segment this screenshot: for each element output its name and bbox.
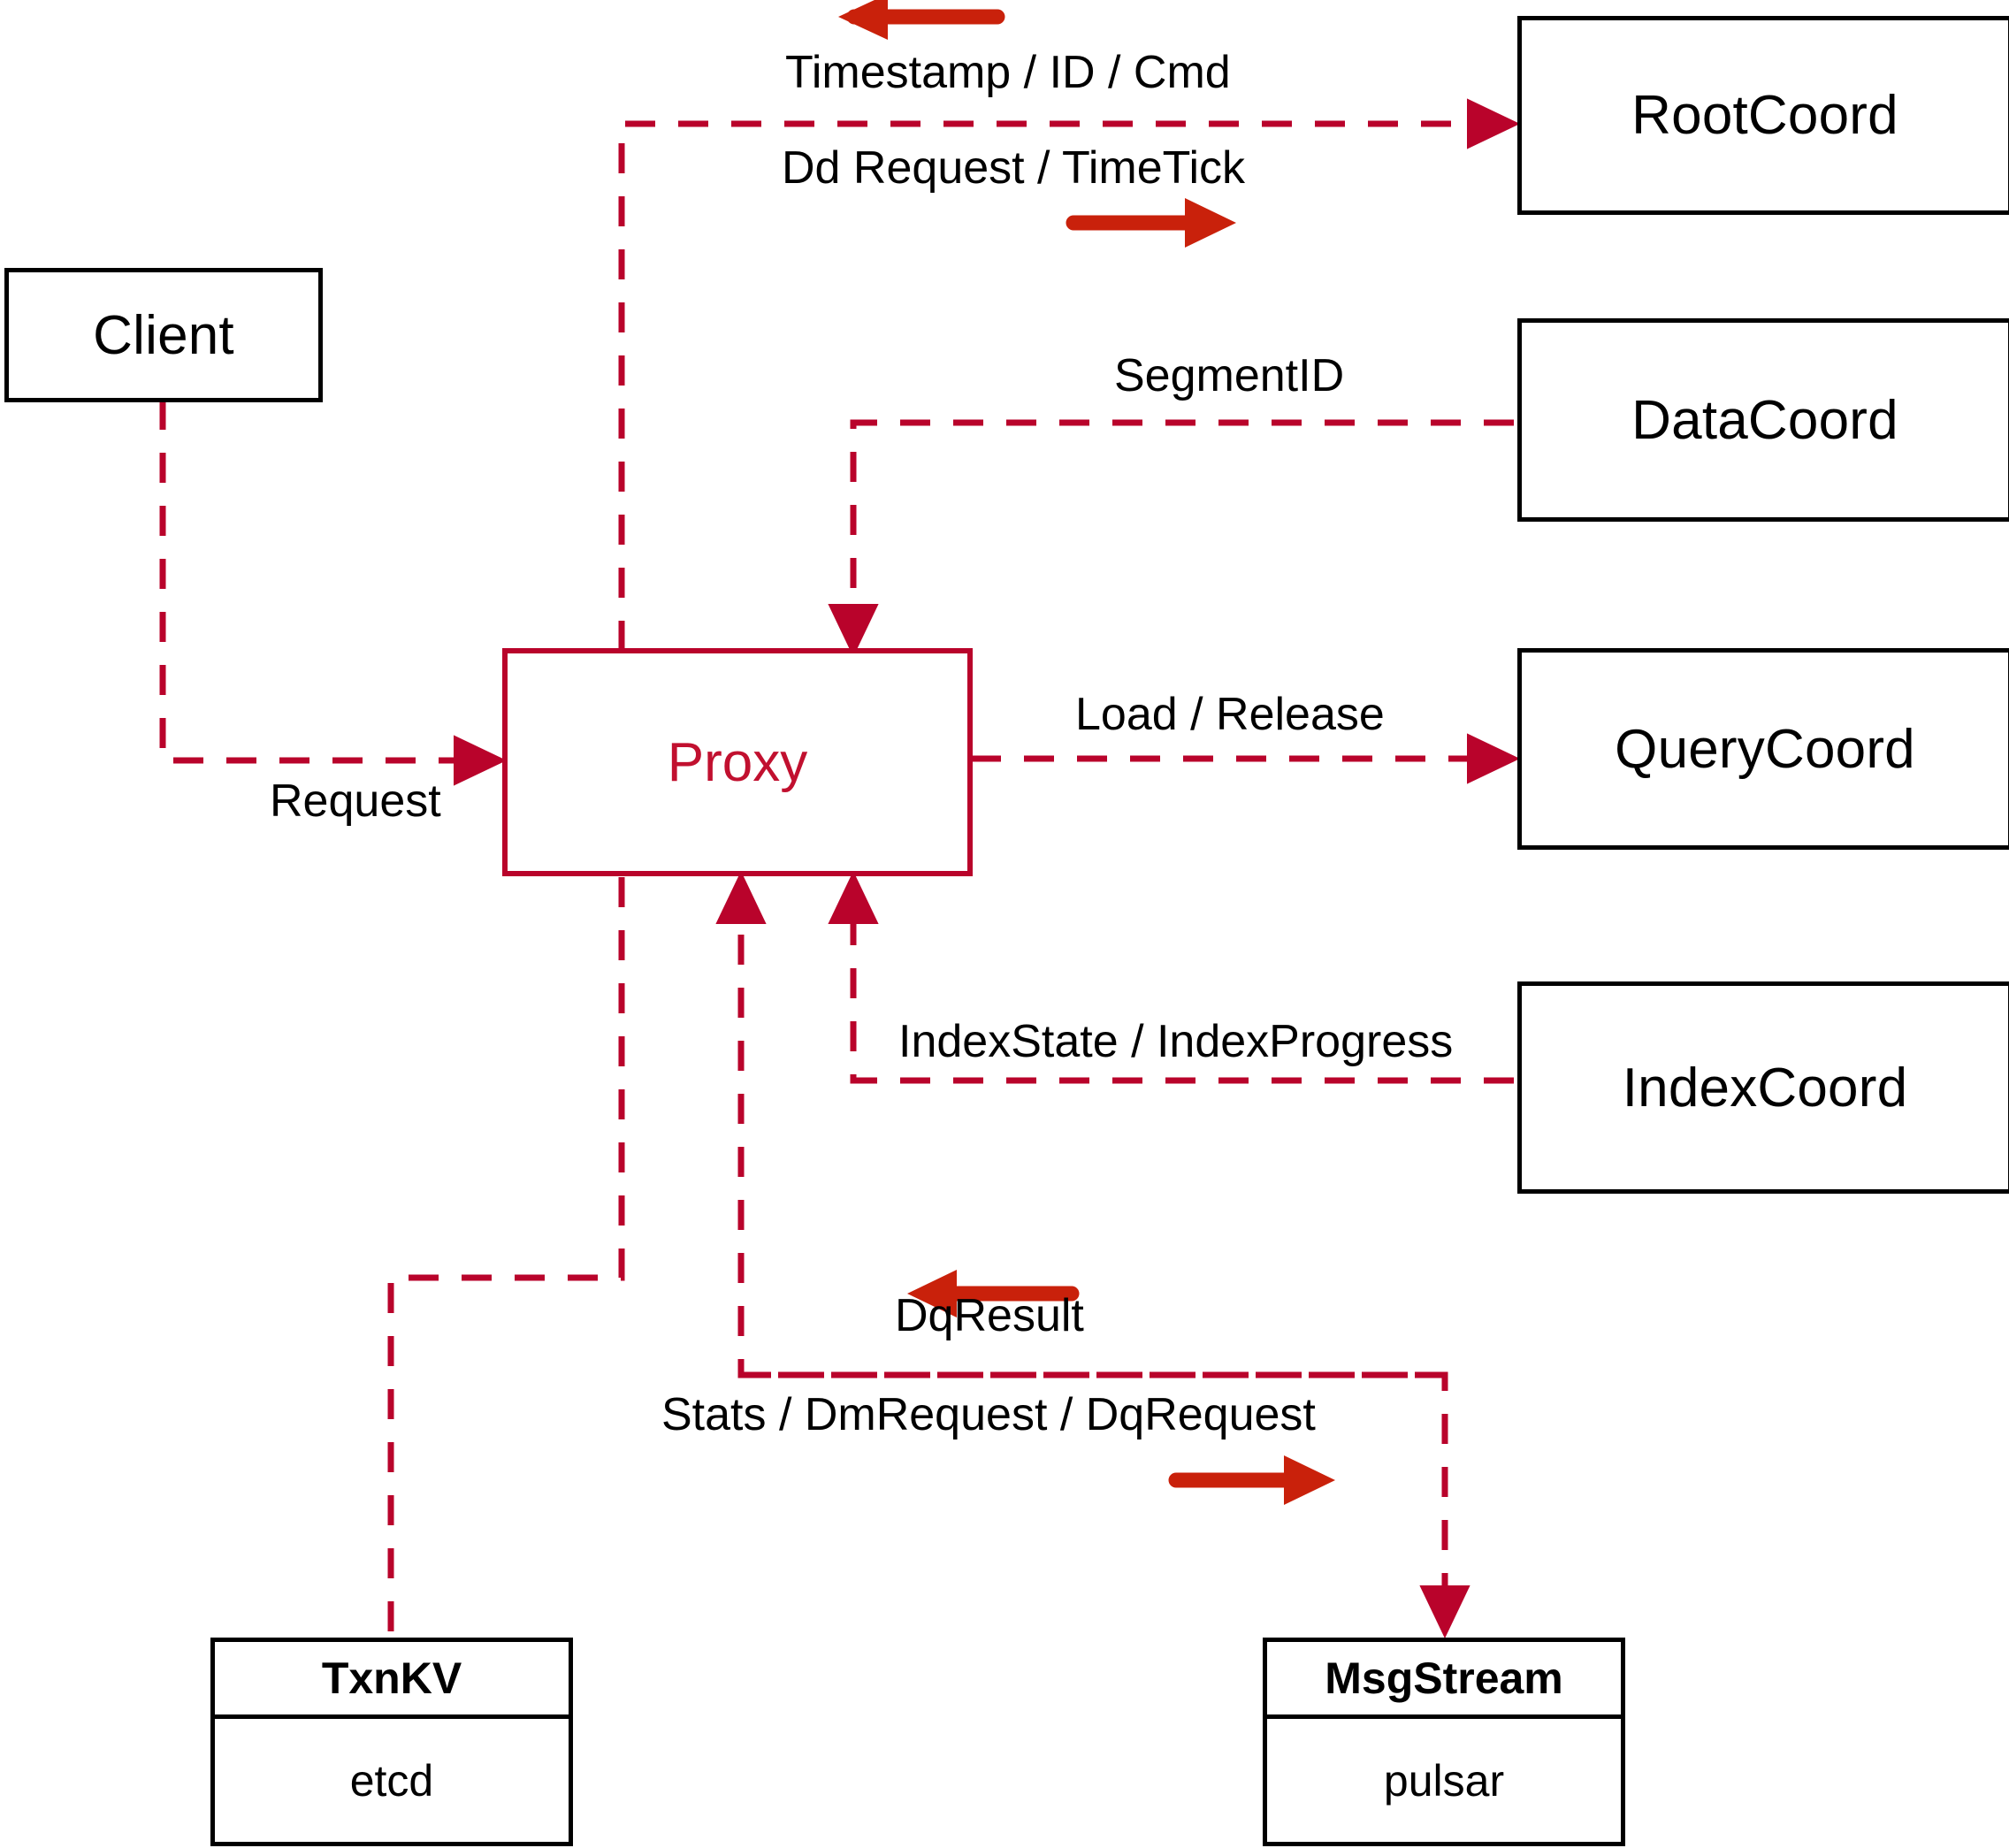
- node-txnkv-title: TxnKV: [215, 1642, 569, 1719]
- node-msgstream-title: MsgStream: [1267, 1642, 1621, 1719]
- edge-indexcoord-to-proxy: [828, 870, 1514, 1084]
- node-client[interactable]: Client: [4, 268, 323, 402]
- direction-arrow-dqresult-head: [907, 1270, 957, 1317]
- edge-proxy-to-msgstream: [741, 1371, 1470, 1639]
- node-proxy[interactable]: Proxy: [502, 648, 973, 876]
- node-client-label: Client: [93, 304, 234, 366]
- node-txnkv[interactable]: TxnKV etcd: [210, 1638, 573, 1846]
- node-indexcoord[interactable]: IndexCoord: [1517, 981, 2009, 1194]
- node-querycoord-label: QueryCoord: [1615, 718, 1915, 780]
- edge-label-timestamp-id-cmd: Timestamp / ID / Cmd: [785, 47, 1231, 98]
- node-txnkv-impl: etcd: [349, 1755, 434, 1806]
- node-indexcoord-label: IndexCoord: [1622, 1057, 1908, 1119]
- edge-label-stats-dm-dq: Stats / DmRequest / DqRequest: [661, 1389, 1316, 1440]
- node-querycoord[interactable]: QueryCoord: [1517, 648, 2009, 850]
- edge-label-dd-request-timetick: Dd Request / TimeTick: [782, 142, 1246, 194]
- edge-label-load-release: Load / Release: [1075, 689, 1385, 740]
- node-rootcoord[interactable]: RootCoord: [1517, 16, 2009, 215]
- edge-client-to-proxy: [159, 400, 508, 786]
- edge-msgstream-to-proxy: [715, 870, 1445, 1378]
- edge-label-request: Request: [270, 775, 441, 827]
- node-proxy-label: Proxy: [667, 731, 808, 793]
- edge-datacoord-to-proxy: [828, 419, 1514, 658]
- edge-proxy-to-rootcoord: [618, 98, 1521, 651]
- node-datacoord-label: DataCoord: [1631, 389, 1898, 451]
- node-rootcoord-label: RootCoord: [1631, 85, 1898, 146]
- edge-label-segment-id: SegmentID: [1114, 350, 1345, 401]
- direction-arrow-stats-head: [1284, 1455, 1335, 1505]
- direction-arrow-timestamp-head: [838, 0, 888, 40]
- edge-proxy-to-txnkv: [387, 877, 625, 1638]
- node-msgstream[interactable]: MsgStream pulsar: [1263, 1638, 1625, 1846]
- node-datacoord[interactable]: DataCoord: [1517, 318, 2009, 522]
- edge-label-dq-result: DqResult: [895, 1290, 1084, 1341]
- node-msgstream-impl: pulsar: [1383, 1755, 1505, 1806]
- edge-label-index-state-progress: IndexState / IndexProgress: [898, 1016, 1454, 1067]
- direction-arrow-ddrequest-head: [1185, 198, 1236, 248]
